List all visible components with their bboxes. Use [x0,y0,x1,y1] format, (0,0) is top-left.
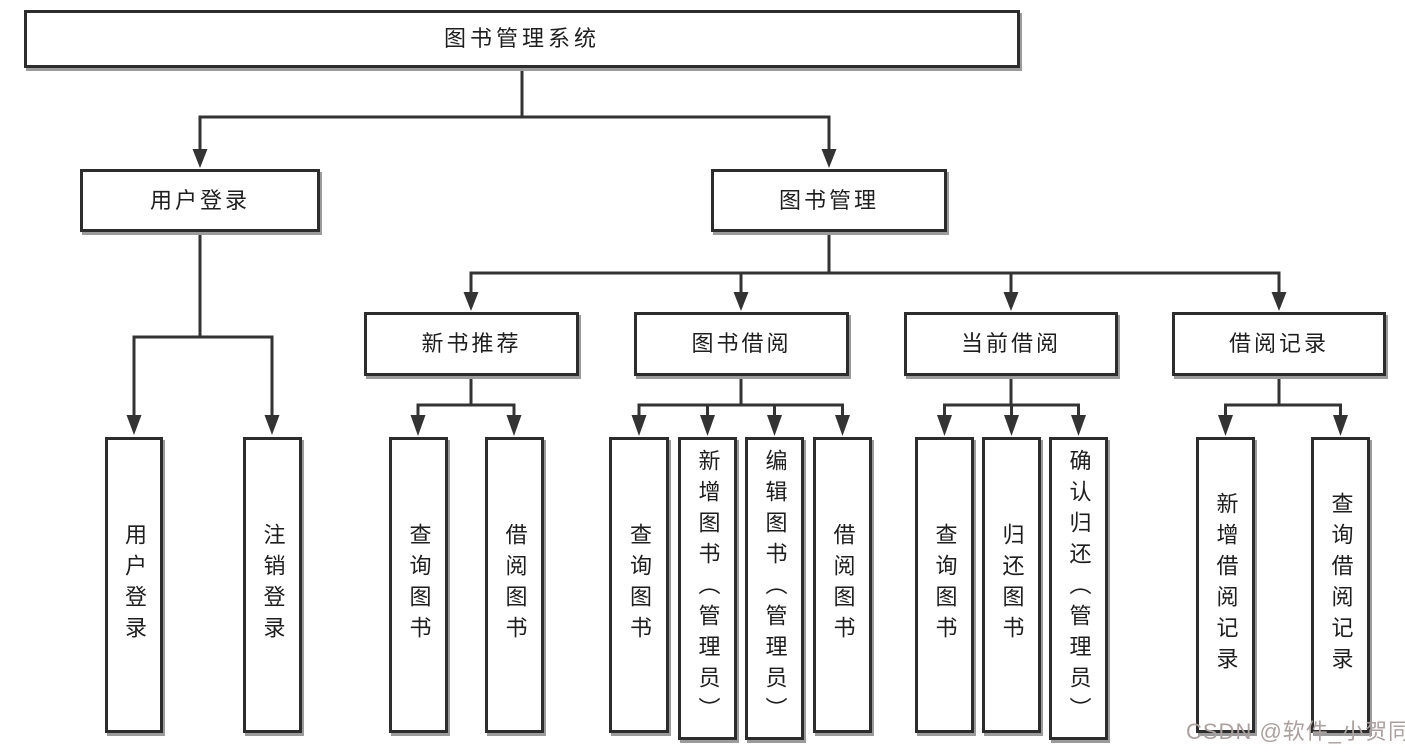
node-book-borrowing: 图书借阅 [634,312,849,376]
arrow-down-icon [1071,415,1086,436]
arrow-down-icon [821,149,837,168]
connector-lines [132,66,1342,418]
node-label: 当前借阅 [960,331,1061,356]
arrow-down-icon [700,415,715,436]
arrow-down-icon [1004,415,1019,436]
node-label: 图书管理系统 [443,26,600,51]
arrow-down-icon [410,415,426,436]
node-label: 借阅图书 [502,523,528,647]
node-label: 借阅图书 [830,523,856,647]
arrow-down-icon [1333,415,1348,436]
arrow-down-icon [631,415,647,436]
node-edit-book-admin: 编辑图书（管理员） [745,437,804,740]
arrow-down-icon [835,415,850,436]
arrow-down-icon [937,415,952,436]
node-confirm-return-admin: 确认归还（管理员） [1049,437,1108,740]
node-borrow-book: 借阅图书 [485,437,544,733]
node-label: 用户登录 [149,187,250,213]
node-label: 查询图书 [406,523,432,647]
node-label: 查询图书 [932,523,958,647]
arrowheads-group [126,149,1348,436]
node-label: 确认归还（管理员） [1066,449,1092,728]
arrow-down-icon [1218,415,1233,436]
node-add-borrow-record: 新增借阅记录 [1196,437,1255,733]
node-library-management-system: 图书管理系统 [24,10,1020,68]
node-label: 编辑图书（管理员） [762,449,788,728]
arrow-down-icon [126,415,142,435]
arrow-down-icon [1003,292,1019,311]
node-label: 用户登录 [122,523,147,647]
node-logout: 注销登录 [243,437,302,733]
csdn-watermark: CSDN @软件_小贺同学 [1186,719,1405,744]
node-query-book: 查询图书 [609,437,669,733]
node-label: 新书推荐 [421,331,522,356]
node-label: 新增图书（管理员） [695,449,721,728]
node-label: 借阅记录 [1228,331,1329,356]
arrow-down-icon [767,415,782,436]
node-label: 新增借阅记录 [1213,492,1239,678]
node-query-book: 查询图书 [915,437,974,733]
node-borrowing-records: 借阅记录 [1172,312,1386,376]
node-user-login: 用户登录 [80,169,320,232]
node-current-borrowing: 当前借阅 [904,312,1118,376]
arrow-down-icon [463,292,479,311]
node-return-book: 归还图书 [982,437,1041,733]
arrow-down-icon [733,292,749,311]
node-label: 注销登录 [260,523,286,647]
node-query-book: 查询图书 [389,437,448,733]
node-label: 图书管理 [778,187,879,213]
node-new-book-recommend: 新书推荐 [364,312,579,376]
node-query-borrow-record: 查询借阅记录 [1311,437,1370,733]
node-user-login-leaf: 用户登录 [105,437,163,733]
node-book-management: 图书管理 [711,169,947,232]
arrow-down-icon [192,149,208,168]
arrow-down-icon [1271,292,1287,311]
arrow-down-icon [506,415,522,436]
node-label: 查询借阅记录 [1328,492,1354,678]
node-label: 归还图书 [999,523,1025,647]
arrow-down-icon [264,415,280,435]
node-borrow-book: 借阅图书 [813,437,872,733]
node-label: 查询图书 [627,523,652,647]
node-add-book-admin: 新增图书（管理员） [678,437,737,740]
node-label: 图书借阅 [691,331,792,356]
